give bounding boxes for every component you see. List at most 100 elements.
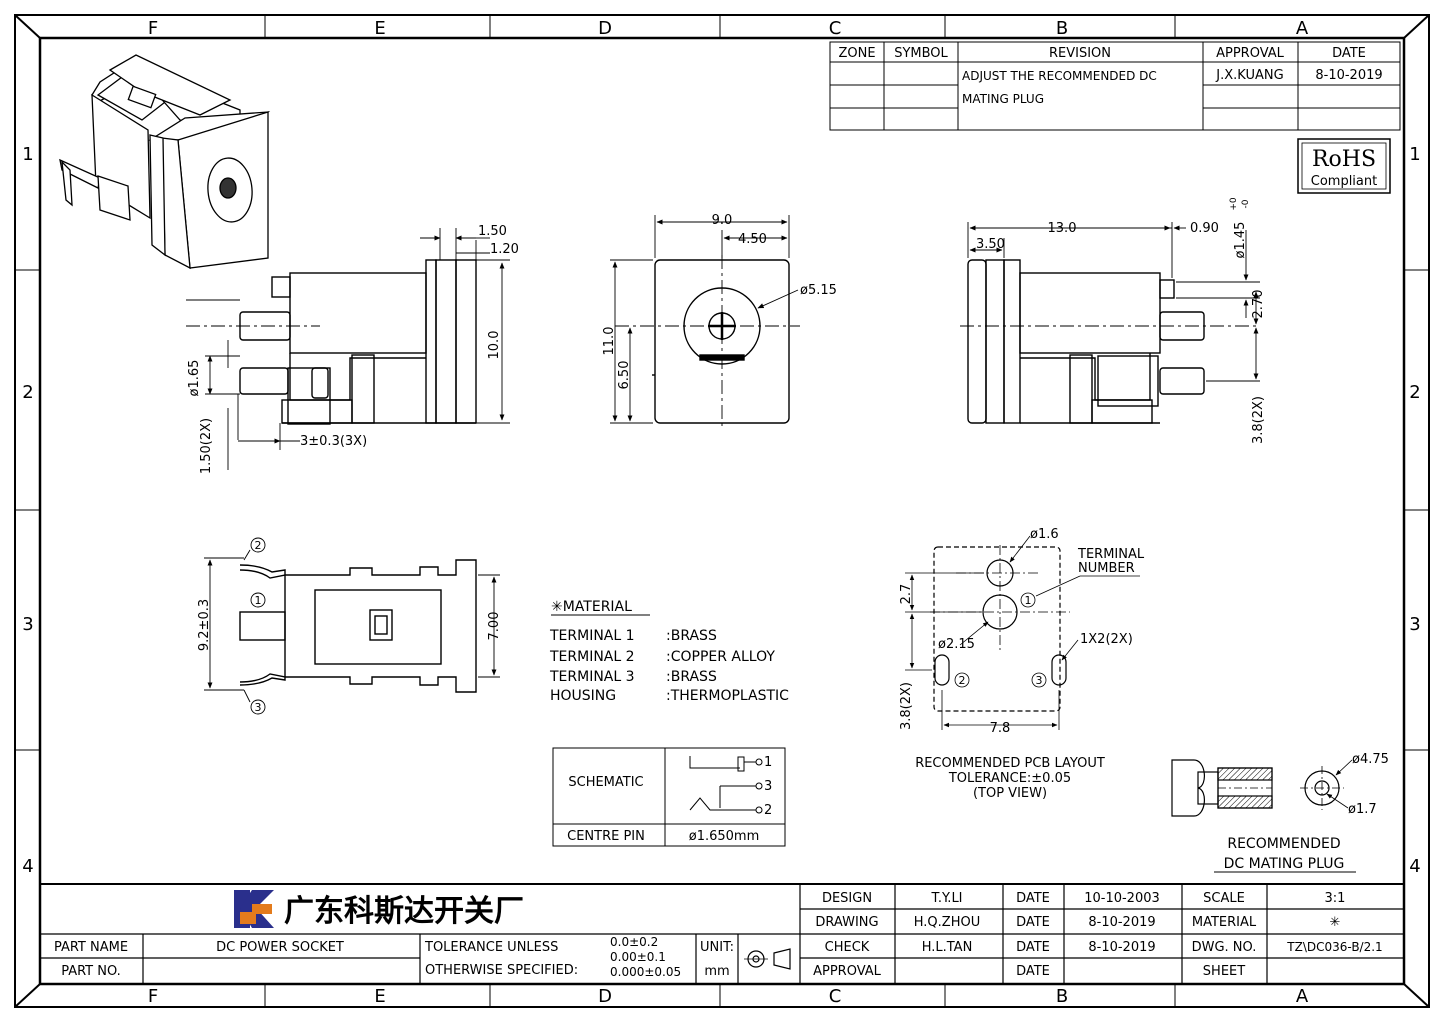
check-date: 8-10-2019 [1088,940,1155,955]
company-logo [234,890,274,928]
dim-d1-7: ø1.7 [1348,802,1377,817]
schematic-table [552,747,786,847]
material-row-name: TERMINAL 3 [549,669,635,685]
terminal-mark: 2 [959,674,966,687]
pcb-caption-line2: TOLERANCE:±0.05 [948,771,1071,786]
rev-header-symbol: SYMBOL [894,46,948,61]
plug-caption-line1: RECOMMENDED [1227,836,1340,852]
pcb-caption-line1: RECOMMENDED PCB LAYOUT [915,756,1105,771]
material-label: MATERIAL [1192,915,1257,930]
drawing-name: H.Q.ZHOU [914,915,980,930]
design-date: 10-10-2003 [1084,891,1160,906]
part-no-label: PART NO. [61,964,121,979]
material-row-value: :COPPER ALLOY [666,649,775,665]
mating-plug-text: ø4.75 ø1.7 RECOMMENDED DC MATING PLUG [1214,752,1389,873]
terminal-mark: 3 [1036,674,1043,687]
side-view [239,259,477,425]
row-number: 3 [22,614,33,635]
company-name: 广东科斯达开关厂 [284,894,524,929]
dim-6-50: 6.50 [617,361,632,390]
revision-table [829,41,1401,131]
bottom-view-text: 2 1 3 9.2±0.3 7.00 [197,539,502,714]
dim-tol-minus: -0 [1241,199,1251,208]
col-letter: E [374,18,385,39]
dim-9-2: 9.2±0.3 [197,599,212,651]
dim-d1-65: ø1.65 [187,360,202,397]
dim-d1-45: ø1.45 [1233,222,1248,259]
mating-plug [1171,759,1353,817]
material-title: ✳MATERIAL [551,599,632,615]
material-row-name: TERMINAL 2 [549,649,635,665]
col-letter: F [148,18,158,39]
dim-1-50-2x: 1.50(2X) [199,418,214,474]
dim-d5-15: ø5.15 [800,283,837,298]
dim-7-00: 7.00 [487,612,502,641]
material-list: ✳MATERIAL TERMINAL 1 :BRASS TERMINAL 2 :… [549,599,789,704]
title-block [40,883,1404,984]
sheet-label: SHEET [1203,964,1245,979]
drawing-date: 8-10-2019 [1088,915,1155,930]
col-letter: B [1056,986,1068,1007]
dim-d4-75: ø4.75 [1352,752,1389,767]
schematic-text: SCHEMATIC 1 3 2 CENTRE PIN ø1.650mm [567,755,772,844]
dwg-no-label: DWG. NO. [1192,940,1257,955]
part-name-value: DC POWER SOCKET [216,940,344,955]
dim-pcb-3-8: 3.8(2X) [899,682,914,730]
date-label: DATE [1016,915,1050,930]
unit-label: UNIT: [700,940,734,955]
dwg-no-value: TZ\DC036-B/2.1 [1286,940,1382,954]
sheet-border [14,14,1430,1008]
terminal-mark: 2 [255,539,262,552]
centre-pin-label: CENTRE PIN [567,829,645,844]
row-number: 4 [1409,856,1420,877]
rohs-subtitle: Compliant [1311,174,1377,189]
right-side-view [967,259,1205,424]
scale-value: 3:1 [1325,891,1346,906]
rev-date: 8-10-2019 [1315,68,1382,83]
plug-caption-line2: DC MATING PLUG [1224,856,1345,872]
tolerance-value3: 0.000±0.05 [610,965,681,979]
dim-7-8: 7.8 [990,721,1011,736]
rev-approval: J.X.KUANG [1215,68,1283,83]
bottom-view-dimensions [204,537,500,715]
row-number: 3 [1409,614,1420,635]
right-side-view-dimensions [960,222,1260,382]
front-view [652,259,790,424]
material-row-value: :BRASS [666,669,717,685]
centre-pin-value: ø1.650mm [689,829,760,844]
title-block-text: PART NAME DC POWER SOCKET PART NO. TOLER… [54,891,1383,979]
drawing-label: DRAWING [815,915,878,930]
rev-text-line1: ADJUST THE RECOMMENDED DC [962,69,1157,83]
dim-2-70: 2.70 [1251,290,1266,319]
dim-d2-15: ø2.15 [938,637,975,652]
col-letter: D [598,986,612,1007]
col-letter: C [829,18,842,39]
material-row-value: :THERMOPLASTIC [666,688,789,704]
design-label: DESIGN [822,891,872,906]
side-view-dimensions [186,228,510,470]
unit-value: mm [704,964,729,979]
dim-3-3x: 3±0.3(3X) [300,434,367,449]
pcb-caption-line3: (TOP VIEW) [973,786,1047,801]
dim-1-20: 1.20 [490,242,519,257]
dim-4-50: 4.50 [738,232,767,247]
terminal-mark: 1 [1025,594,1032,607]
bottom-view [239,559,477,693]
col-letter: B [1056,18,1068,39]
schematic-pin: 1 [764,755,772,770]
front-view-dim-text: 9.0 4.50 ø5.15 11.0 6.50 [602,213,837,389]
approval-label: APPROVAL [813,964,882,979]
front-view-dimensions [610,215,800,430]
dim-13-0: 13.0 [1048,221,1077,236]
tolerance-value1: 0.0±0.2 [610,935,658,949]
part-name-label: PART NAME [54,940,128,955]
dim-3-8-2x: 3.8(2X) [1251,396,1266,444]
schematic-pin: 2 [764,803,772,818]
rev-header-revision: REVISION [1049,46,1111,61]
rev-header-zone: ZONE [838,46,875,61]
material-row-value: :BRASS [666,628,717,644]
row-number: 1 [1409,144,1420,165]
rohs-badge: RoHS Compliant [1297,138,1391,194]
terminal-number-line2: NUMBER [1078,561,1135,576]
